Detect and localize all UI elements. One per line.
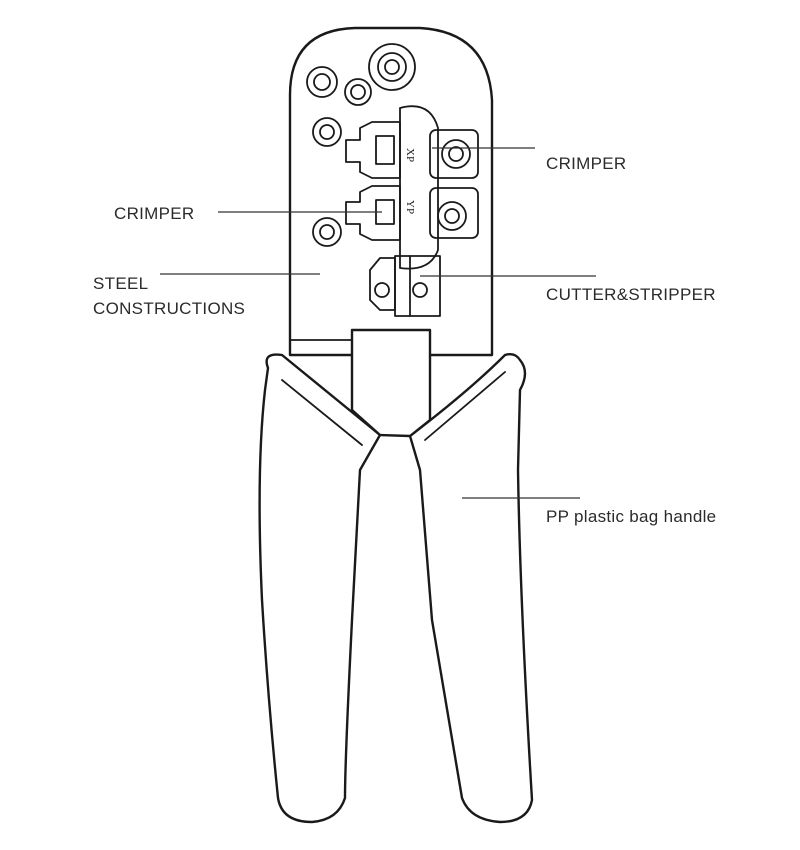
handles bbox=[258, 328, 534, 824]
rivet-top-left bbox=[306, 66, 338, 98]
rivets bbox=[306, 43, 416, 247]
right-handle bbox=[408, 352, 534, 824]
rivet-large bbox=[368, 43, 416, 91]
callout-labels: CRIMPER CRIMPER STEEL CONSTRUCTIONS CUTT… bbox=[93, 154, 716, 526]
handle-pivot-bar bbox=[350, 328, 432, 438]
rivet-left-upper bbox=[312, 117, 342, 147]
die-stamp-upper: XP bbox=[404, 148, 416, 162]
label-cutter-stripper: CUTTER&STRIPPER bbox=[546, 285, 716, 304]
right-plate-lower bbox=[429, 187, 479, 239]
die-stamp-lower: YP bbox=[404, 200, 416, 214]
label-crimper-right: CRIMPER bbox=[546, 154, 627, 173]
tool-head: XP YP bbox=[288, 26, 494, 361]
left-handle bbox=[258, 353, 382, 824]
label-handle: PP plastic bag handle bbox=[546, 507, 716, 526]
right-plate-upper bbox=[429, 129, 479, 179]
label-steel-line1: STEEL bbox=[93, 274, 148, 293]
head-plate bbox=[288, 26, 494, 357]
leader-lines bbox=[160, 147, 596, 499]
label-steel-line2: CONSTRUCTIONS bbox=[93, 299, 245, 318]
rivet-left-lower bbox=[312, 217, 342, 247]
rivet-mid bbox=[344, 78, 372, 106]
cutter-stripper-block bbox=[369, 255, 441, 317]
moving-jaw bbox=[399, 105, 439, 270]
crimp-die-upper: XP bbox=[345, 121, 416, 179]
label-crimper-left: CRIMPER bbox=[114, 204, 195, 223]
